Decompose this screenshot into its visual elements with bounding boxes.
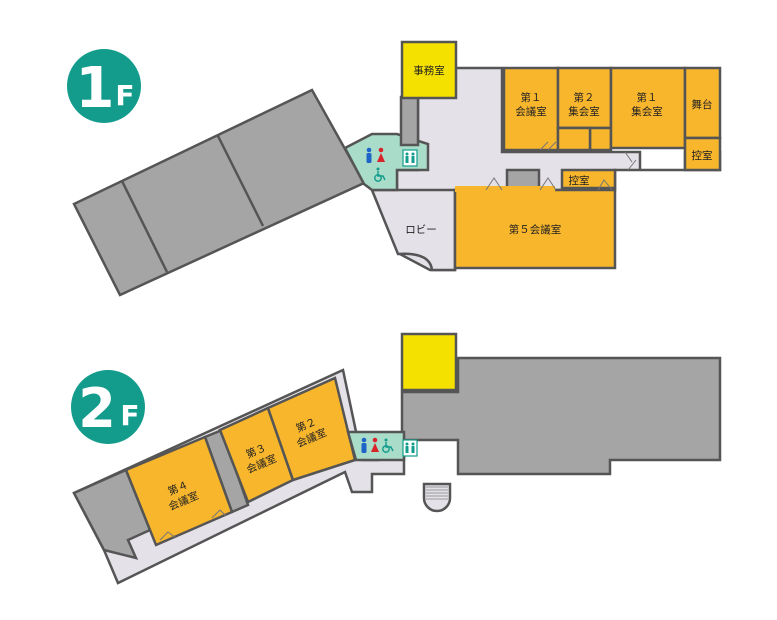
accessible-toilet-icon — [374, 167, 386, 182]
accessible-toilet-icon — [382, 438, 394, 453]
floor-1f — [72, 40, 722, 297]
label-hall1-line1: 第１ — [637, 91, 658, 104]
room-hall2[interactable] — [556, 66, 613, 130]
room-conf1[interactable] — [502, 66, 560, 152]
room-green-right[interactable] — [683, 136, 722, 172]
room-conf5[interactable] — [453, 188, 617, 270]
room-office[interactable] — [400, 40, 458, 100]
female-toilet-icon — [371, 437, 379, 452]
floor-badge-2f-num: 2 — [78, 377, 116, 440]
label-office: 事務室 — [413, 64, 445, 77]
male-toilet-icon — [361, 437, 367, 453]
male-toilet-icon — [366, 147, 372, 163]
stairs-icon — [426, 486, 448, 500]
room-hall2-lower — [556, 126, 592, 152]
label-lobby: ロビー — [405, 224, 437, 236]
label-conf1-line2: 会議室 — [515, 105, 547, 118]
wing-divider — [216, 135, 265, 227]
lobby-area — [370, 188, 457, 272]
restroom-block-1f — [343, 132, 430, 192]
floor-badge-1f: 1 F — [67, 49, 141, 123]
label-hall2-line2: 集会室 — [568, 105, 600, 118]
label-green-mid: 控室 — [569, 174, 590, 187]
female-toilet-icon — [377, 147, 385, 162]
elevator-icon — [402, 149, 418, 167]
floor-badge-2f-suffix: F — [120, 399, 139, 432]
door-swings-2f — [159, 509, 227, 541]
wing-divider — [120, 180, 169, 273]
floor-badge-2f: 2 F — [71, 370, 145, 444]
floor-badge-1f-suffix: F — [115, 79, 134, 112]
room-conf5-top — [455, 186, 555, 192]
room-conf4[interactable] — [124, 435, 234, 547]
room-hall1[interactable] — [609, 66, 687, 150]
door-swings-1f — [485, 141, 637, 191]
unused-block-2f — [400, 356, 722, 476]
floor-2f — [72, 332, 722, 585]
label-hall2-line1: 第２ — [574, 91, 595, 104]
labels-1f: 事務室 第１ 会議室 第２ 集会室 第１ 集会室 舞台 控室 控室 ロビー 第５… — [405, 64, 712, 236]
label-stage: 舞台 — [692, 98, 713, 111]
floor-badge-1f-circle — [67, 49, 141, 123]
elevator-icon — [402, 439, 418, 457]
label-conf5: 第５会議室 — [509, 223, 562, 236]
gray-shaft-1f — [399, 95, 420, 147]
room-shaft-2f — [400, 332, 458, 392]
label-conf1-line1: 第１ — [521, 91, 542, 104]
label-green-right: 控室 — [692, 149, 713, 162]
floor-badge-2f-circle — [71, 370, 145, 444]
label-hall1-line2: 集会室 — [631, 105, 663, 118]
unused-wing-1f — [72, 88, 366, 297]
stairs-2f — [422, 482, 452, 513]
floor-badge-1f-num: 1 — [76, 56, 115, 121]
